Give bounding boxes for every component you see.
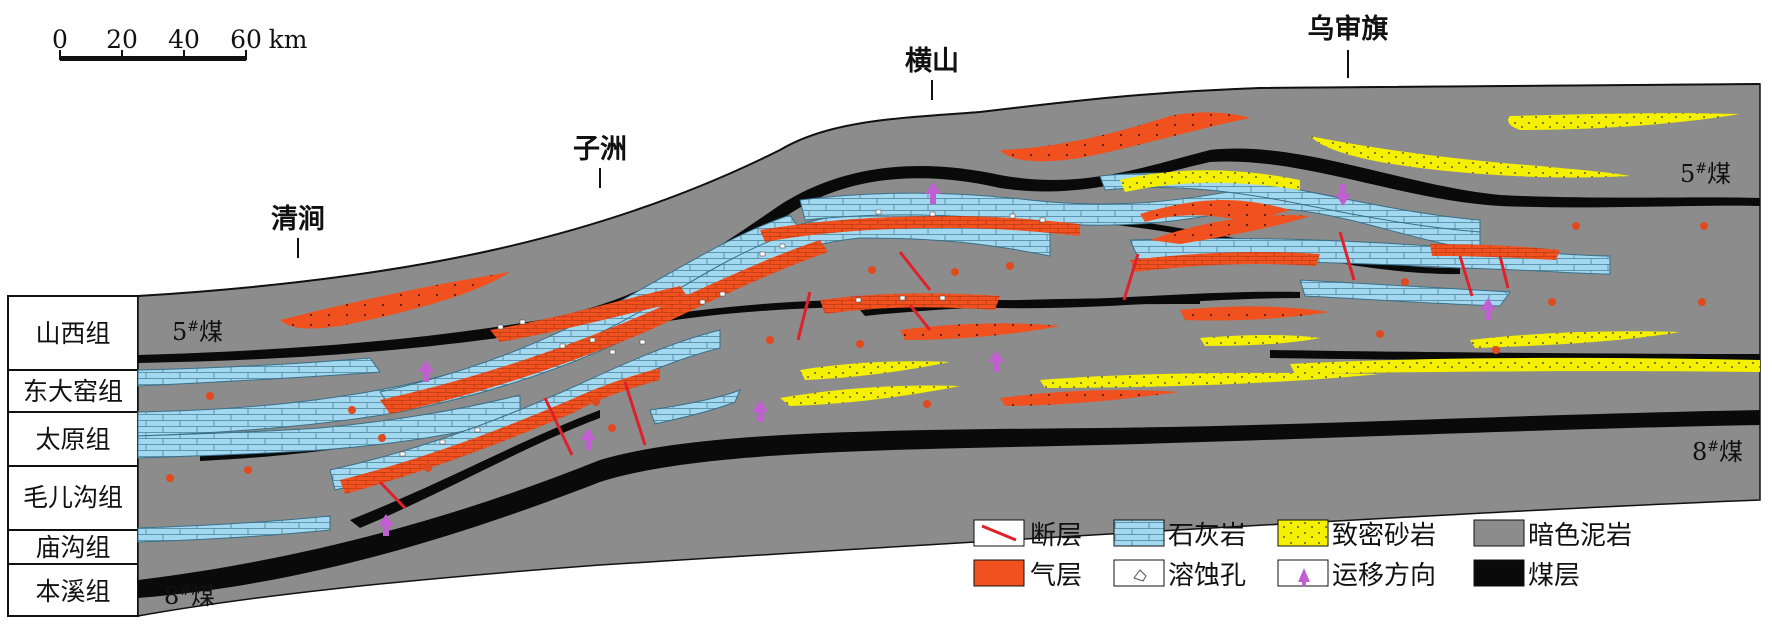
legend-item-migration-direction: 运移方向: [1277, 559, 1436, 591]
coal-seam-thin-3: [1270, 350, 1760, 361]
legend-item-fault: 断层: [973, 519, 1082, 551]
migration-arrows: [378, 182, 1496, 536]
faults: [378, 231, 1510, 510]
location-hengshan: 横山: [905, 46, 959, 77]
coal-seam-thin-2: [560, 291, 1300, 342]
dissolution-pores: [399, 209, 1046, 457]
stratigraphic-column: 山西组 东大窑组 太原组 毛儿沟组 庙沟组 本溪组: [7, 295, 139, 617]
coal-label-5-left: 5#煤: [172, 318, 223, 346]
legend-label-migration-direction: 运移方向: [1332, 561, 1436, 591]
top-boundary: [137, 83, 1761, 297]
coal-label-8-right: 8#煤: [1692, 438, 1743, 466]
legend-item-coal-seam: 煤层: [1473, 559, 1580, 591]
formation-dongdayao: 东大窑组: [23, 377, 123, 406]
scale-tick-20: 20: [106, 25, 138, 54]
legend-item-tight-sandstone: 致密砂岩: [1277, 519, 1436, 551]
formation-benxi: 本溪组: [35, 577, 110, 606]
legend-label-fault: 断层: [1030, 521, 1082, 551]
coal-seam-thin-1: [350, 410, 600, 528]
coal-seam-8-lower: [138, 410, 1760, 598]
coal-label-8-left: 8#煤: [164, 582, 215, 610]
coal-label-5-right: 5#煤: [1680, 160, 1731, 188]
legend-label-gas-layer: 气层: [1030, 561, 1082, 591]
scale-tick-0: 0: [52, 25, 68, 54]
limestone-bands: [137, 172, 1611, 543]
location-qingjian: 清涧: [271, 204, 325, 235]
location-wushenqi: 乌审旗: [1308, 13, 1389, 45]
legend-item-limestone: 石灰岩: [1113, 519, 1246, 551]
coal-labels: 5#煤 8#煤 5#煤 8#煤: [164, 160, 1743, 610]
scale-bar: 0 20 40 60 km: [52, 25, 308, 61]
legend-label-limestone: 石灰岩: [1168, 521, 1246, 551]
scale-unit: km: [269, 25, 308, 54]
formation-miaogou: 庙沟组: [35, 533, 110, 562]
scale-tick-60: 60: [230, 25, 262, 54]
scale-tick-40: 40: [168, 25, 200, 54]
legend-item-dark-mudstone: 暗色泥岩: [1473, 519, 1632, 551]
coal-seam-thin-4: [780, 213, 1460, 275]
gas-bubbles: [166, 222, 1708, 482]
legend-item-dissolution-pore: 溶蚀孔: [1113, 559, 1246, 591]
formation-taiyuan: 太原组: [35, 425, 110, 454]
location-zizhou: 子洲: [573, 134, 627, 165]
formation-maoergou: 毛儿沟组: [23, 483, 123, 512]
legend: 断层 石灰岩 致密砂岩 暗色泥岩 气层 溶蚀孔 运移方向: [973, 519, 1632, 591]
tight-sandstone-lenses: [780, 113, 1760, 406]
dissolution-pore-icon: [1133, 569, 1147, 582]
formation-shanxi: 山西组: [35, 319, 110, 348]
coal-seam-thin-6: [860, 298, 1200, 316]
gas-layers-sand: [280, 112, 1330, 406]
legend-label-coal-seam: 煤层: [1528, 561, 1580, 591]
legend-label-tight-sandstone: 致密砂岩: [1332, 521, 1436, 551]
location-labels: 清涧 子洲 横山 乌审旗: [271, 13, 1389, 258]
legend-item-gas-layer: 气层: [973, 559, 1082, 591]
gas-layers-limestone: [340, 216, 1560, 494]
legend-label-dark-mudstone: 暗色泥岩: [1528, 521, 1632, 551]
migration-arrow-icon: [1298, 568, 1310, 586]
legend-label-dissolution-pore: 溶蚀孔: [1168, 561, 1246, 591]
